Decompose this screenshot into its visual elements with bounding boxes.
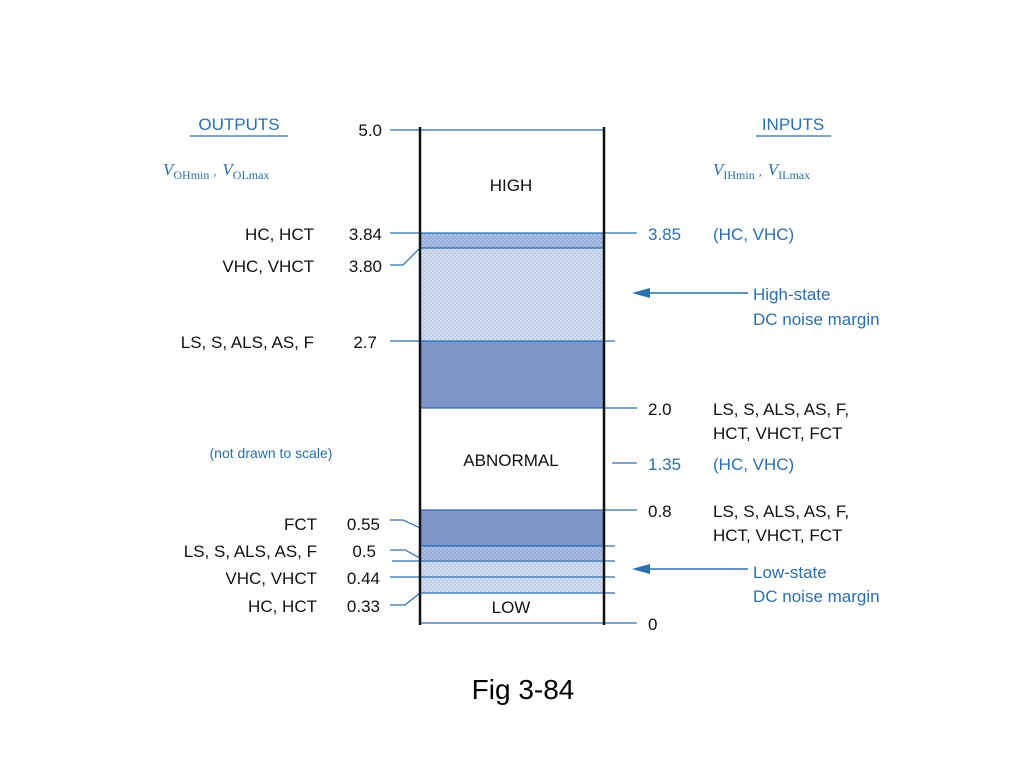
right-family-ls-low-line2: HCT, VHCT, FCT (713, 526, 842, 545)
left-value-0-55: 0.55 (347, 515, 380, 534)
figure-caption: Fig 3-84 (472, 674, 575, 705)
right-family-ls-low-line1: LS, S, ALS, AS, F, (713, 502, 849, 521)
region-high-label: HIGH (490, 176, 533, 195)
right-family-hc-vhc-high: (HC, VHC) (713, 225, 794, 244)
right-value-0-8: 0.8 (648, 502, 672, 521)
left-family-vhc-vhct-low: VHC, VHCT (225, 569, 317, 588)
right-value-0: 0 (648, 615, 657, 634)
high-margin-label-line2: DC noise margin (753, 310, 880, 329)
level-lines (390, 129, 637, 624)
region-abnormal-label: ABNORMAL (463, 451, 558, 470)
inputs-title: INPUTS (762, 115, 824, 134)
high-margin-label-line1: High-state (753, 285, 830, 304)
left-family-hc-hct-low: HC, HCT (248, 597, 317, 616)
not-to-scale-note: (not drawn to scale) (210, 445, 333, 461)
left-value-0-44: 0.44 (347, 569, 380, 588)
output-params-label: VOHmin,VOLmax (163, 160, 269, 182)
left-value-3-80: 3.80 (349, 257, 382, 276)
low-margin-dark-band (420, 510, 604, 546)
low-margin-label-line2: DC noise margin (753, 587, 880, 606)
right-value-1-35: 1.35 (648, 455, 681, 474)
right-family-ls-high-line2: HCT, VHCT, FCT (713, 424, 842, 443)
left-leaders (390, 247, 421, 606)
high-margin-dark-band (420, 341, 604, 408)
left-family-vhc-vhct-high: VHC, VHCT (222, 257, 314, 276)
left-value-3-84: 3.84 (349, 225, 382, 244)
left-family-ls-low: LS, S, ALS, AS, F (184, 542, 317, 561)
low-margin-arrow-icon (632, 564, 650, 574)
right-value-3-85: 3.85 (648, 225, 681, 244)
outputs-title: OUTPUTS (198, 115, 279, 134)
right-family-hc-vhc-low: (HC, VHC) (713, 455, 794, 474)
left-family-hc-hct-high: HC, HCT (245, 225, 314, 244)
region-low-label: LOW (492, 598, 531, 617)
left-family-ls-high: LS, S, ALS, AS, F (181, 333, 314, 352)
high-margin-light-band (420, 248, 604, 341)
left-value-0-5: 0.5 (352, 542, 376, 561)
high-margin-hatched-band (420, 233, 604, 248)
left-value-2-7: 2.7 (353, 333, 377, 352)
input-params-label: VIHmin,VILmax (713, 160, 810, 182)
high-margin-arrow-icon (632, 288, 650, 298)
right-value-2-0: 2.0 (648, 400, 672, 419)
right-family-ls-high-line1: LS, S, ALS, AS, F, (713, 400, 849, 419)
left-value-0-33: 0.33 (347, 597, 380, 616)
low-margin-label-line1: Low-state (753, 563, 827, 582)
left-family-fct-low: FCT (284, 515, 317, 534)
left-value-5-0: 5.0 (358, 121, 382, 140)
low-margin-hatched-band (420, 546, 604, 561)
